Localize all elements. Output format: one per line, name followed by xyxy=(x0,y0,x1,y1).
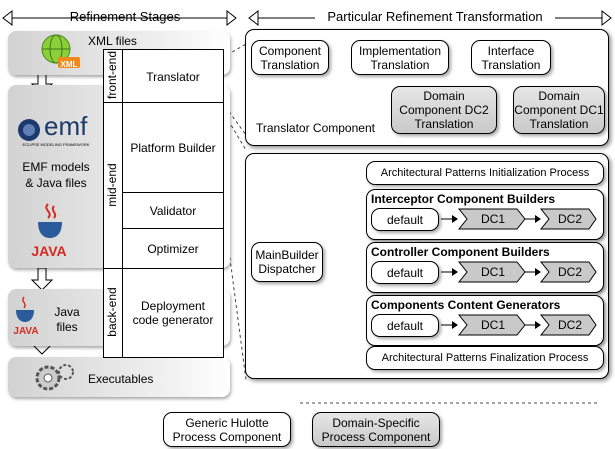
mid-end-label: mid-end xyxy=(105,163,119,207)
controller-dc1[interactable]: DC1 xyxy=(480,265,505,279)
java-files-line: & Java files xyxy=(25,176,87,190)
legend-domain-l1: Domain-Specific xyxy=(332,415,420,430)
refinement-stages-title: Refinement Stages xyxy=(69,9,181,24)
xml-badge: XML xyxy=(60,60,78,69)
content-chevrons xyxy=(437,314,597,336)
init-process-box[interactable]: Architectural Patterns Initialization Pr… xyxy=(366,161,604,185)
dispatcher-l2: Dispatcher xyxy=(258,262,316,276)
refinement-stages-arrow xyxy=(2,9,237,27)
front-end-label: front-end xyxy=(105,50,119,100)
mainbuilder-dispatcher-box[interactable]: MainBuilder Dispatcher xyxy=(251,242,323,282)
translator-component-label: Translator Component xyxy=(256,121,375,135)
optimizer-stage[interactable]: Optimizer xyxy=(122,228,224,270)
interface-translation-l2: Translation xyxy=(481,57,541,72)
java-label-2: files xyxy=(56,320,78,334)
legend-domain-box: Domain-Specific Process Component xyxy=(312,412,440,447)
xml-files-label: XML files xyxy=(88,34,137,48)
controller-chevrons xyxy=(437,261,597,283)
interceptor-default-box[interactable]: default xyxy=(371,208,439,231)
back-end-label: back-end xyxy=(105,287,119,337)
java-cup-icon xyxy=(32,200,68,244)
interceptor-dc2[interactable]: DC2 xyxy=(557,212,582,226)
controller-default-box[interactable]: default xyxy=(371,261,439,284)
controller-builders-title: Controller Component Builders xyxy=(371,245,550,259)
emf-logo-text: emf xyxy=(44,111,88,141)
emf-tagline: ECLIPSE MODELING FRAMEWORK xyxy=(22,142,90,147)
xml-globe-icon xyxy=(38,33,82,71)
java-small-icon xyxy=(12,295,38,325)
dc1-translation-box[interactable]: Domain Component DC1 Translation xyxy=(513,86,605,134)
executables-label: Executables xyxy=(88,372,154,386)
legend-generic-l1: Generic Hulotte xyxy=(185,415,269,430)
controller-dc2[interactable]: DC2 xyxy=(557,265,582,279)
content-dc2[interactable]: DC2 xyxy=(557,318,582,332)
particular-transformation-title: Particular Refinement Transformation xyxy=(315,10,555,24)
implementation-translation-l2: Translation xyxy=(370,57,430,72)
emf-models-label: EMF models xyxy=(22,160,90,174)
dc2-translation-l2: Component DC2 xyxy=(399,103,489,117)
legend-domain-l2: Process Component xyxy=(321,429,431,444)
interceptor-dc1[interactable]: DC1 xyxy=(480,212,505,226)
interceptor-chevrons xyxy=(437,208,597,230)
dispatcher-l1: MainBuilder xyxy=(255,248,319,262)
content-dc1[interactable]: DC1 xyxy=(480,318,505,332)
java-logo-text: JAVA xyxy=(31,243,67,259)
legend-generic-box: Generic Hulotte Process Component xyxy=(163,412,291,447)
component-translation-box[interactable]: Component Translation xyxy=(251,40,329,75)
component-translation-l2: Translation xyxy=(260,57,320,72)
dc1-translation-l2: Component DC1 xyxy=(514,103,604,117)
validator-stage[interactable]: Validator xyxy=(122,192,224,230)
interface-translation-l1: Interface xyxy=(487,43,535,58)
component-translation-l1: Component xyxy=(258,43,322,58)
content-generators-title: Components Content Generators xyxy=(371,298,561,312)
implementation-translation-box[interactable]: Implementation Translation xyxy=(351,40,449,75)
dc1-translation-l1: Domain xyxy=(538,89,580,103)
dc2-translation-l3: Translation xyxy=(414,117,474,131)
gears-icon xyxy=(28,358,84,396)
implementation-translation-l1: Implementation xyxy=(358,43,442,58)
content-default-box[interactable]: default xyxy=(371,314,439,337)
interceptor-builders-title: Interceptor Component Builders xyxy=(371,192,556,206)
platform-builder-stage[interactable]: Platform Builder xyxy=(122,102,224,194)
interface-translation-box[interactable]: Interface Translation xyxy=(471,40,551,75)
deployment-stage[interactable]: Deployment code generator xyxy=(122,268,224,358)
deployment-label-2: code generator xyxy=(132,313,214,327)
dc1-translation-l3: Translation xyxy=(529,117,589,131)
emf-logo-icon xyxy=(15,117,47,143)
translator-stage[interactable]: Translator xyxy=(122,49,224,104)
dc2-translation-box[interactable]: Domain Component DC2 Translation xyxy=(391,86,497,134)
java-small-text: JAVA xyxy=(13,326,39,337)
final-process-box[interactable]: Architectural Patterns Finalization Proc… xyxy=(366,346,604,370)
legend-generic-l2: Process Component xyxy=(172,429,282,444)
deployment-label-1: Deployment xyxy=(140,299,206,313)
java-label-1: Java xyxy=(54,305,80,319)
dc2-translation-l1: Domain xyxy=(423,89,465,103)
